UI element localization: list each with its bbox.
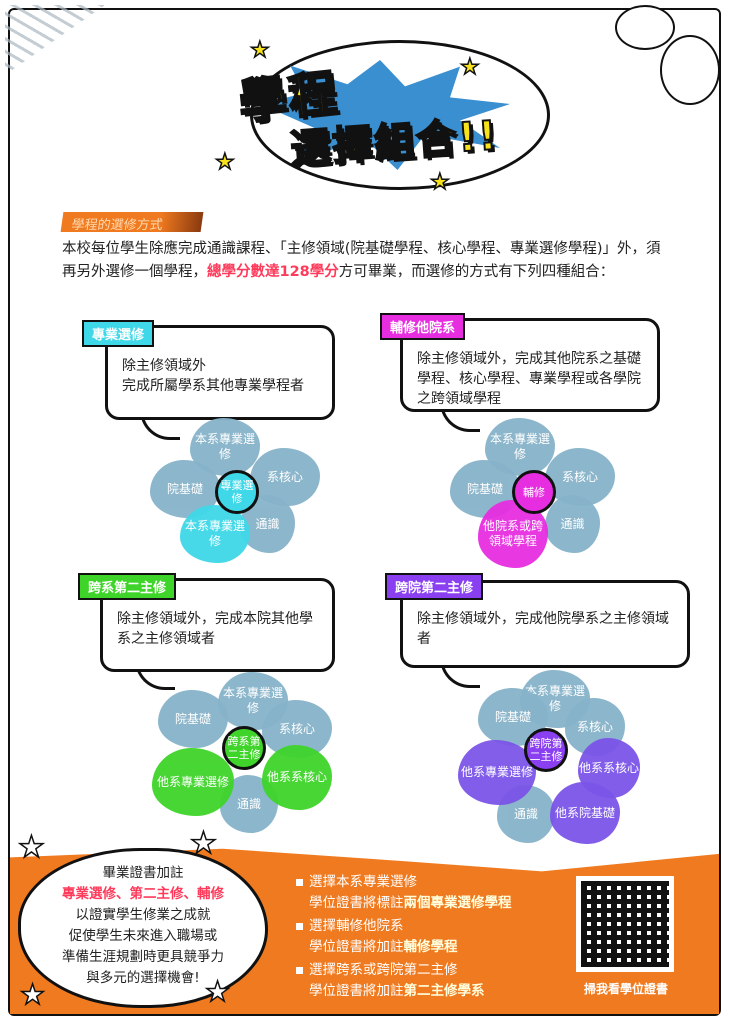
page-frame bbox=[8, 8, 721, 1016]
option-desc: 除主修領域外 完成所屬學系其他專業學程者 bbox=[105, 325, 335, 420]
bullet-item: 選擇輔修他院系學位證書將加註輔修學程 bbox=[296, 916, 458, 958]
flower-center: 跨系第二主修 bbox=[222, 726, 266, 770]
star-icon: ★ bbox=[459, 54, 480, 81]
star-icon: ★ bbox=[429, 169, 450, 196]
bullet-icon bbox=[296, 878, 303, 886]
petal: 通識 bbox=[545, 495, 600, 553]
petal: 本系專業選修 bbox=[190, 418, 260, 476]
bullet-item: 選擇本系專業選修學位證書將標註兩個專業選修學程 bbox=[296, 872, 512, 914]
bullet-item: 選擇跨系或跨院第二主修學位證書將加註第二主修學系 bbox=[296, 960, 485, 1002]
corner-cloud bbox=[660, 35, 720, 105]
cloud-line: 與多元的選擇機會! bbox=[86, 970, 200, 986]
star-icon: ★ bbox=[204, 974, 231, 1009]
cloud-line: 以證實學生修業之成就 bbox=[75, 907, 211, 923]
petal-highlight: 他系系核心 bbox=[578, 738, 640, 798]
intro-text: 本校每位學生除應完成通識課程、「主修領域(院基礎學程、核心學程、專業選修學程)」… bbox=[62, 241, 661, 280]
cloud-line: 促使學生未來進入職場或 bbox=[68, 928, 218, 944]
star-icon: ★ bbox=[214, 149, 235, 176]
star-icon: ★ bbox=[189, 825, 217, 862]
petal: 系核心 bbox=[565, 698, 625, 756]
star-icon: ★ bbox=[249, 37, 270, 64]
option-desc: 除主修領域外，完成其他院系之基礎學程、核心學程、專業學程或各學院之跨領域學程 bbox=[400, 318, 660, 412]
bullet-icon bbox=[296, 922, 303, 930]
qr-code[interactable] bbox=[576, 876, 674, 972]
petal-highlight: 他系系核心 bbox=[262, 745, 332, 810]
star-icon: ★ bbox=[17, 829, 45, 866]
petal-highlight: 他系專業選修 bbox=[152, 748, 234, 816]
petal-highlight: 本系專業選修 bbox=[180, 505, 250, 563]
option-tag: 專業選修 bbox=[82, 320, 155, 347]
petal: 系核心 bbox=[250, 448, 320, 506]
bullet-icon bbox=[296, 966, 303, 974]
star-icon: ★ bbox=[19, 977, 46, 1012]
petal-highlight: 他系專業選修 bbox=[458, 740, 536, 805]
corner-cloud bbox=[615, 5, 675, 50]
qr-label: 掃我看學位證書 bbox=[583, 982, 668, 996]
cloud-highlight: 專業選修、第二主修、輔修 bbox=[62, 886, 224, 902]
section-label: 學程的選修方式 bbox=[60, 212, 204, 233]
option-tag: 跨院第二主修 bbox=[385, 573, 484, 600]
option-tag: 輔修他院系 bbox=[380, 313, 466, 340]
petal-highlight: 他系院基礎 bbox=[550, 782, 620, 844]
cloud-line: 畢業證書加註 bbox=[102, 865, 184, 881]
petal: 通識 bbox=[240, 495, 295, 553]
flower-center: 專業選修 bbox=[215, 470, 259, 514]
info-cloud: 畢業證書加註 專業選修、第二主修、輔修 以證實學生修業之成就 促使學生未來進入職… bbox=[18, 848, 268, 1008]
option-tag: 跨系第二主修 bbox=[78, 573, 177, 600]
credit-highlight: 總學分數達128學分 bbox=[207, 264, 339, 280]
cloud-line: 準備生涯規劃時更具競爭力 bbox=[62, 949, 224, 965]
flower-center: 跨院第二主修 bbox=[524, 728, 568, 772]
petal: 院基礎 bbox=[158, 690, 228, 748]
flower-center: 輔修 bbox=[512, 470, 556, 514]
